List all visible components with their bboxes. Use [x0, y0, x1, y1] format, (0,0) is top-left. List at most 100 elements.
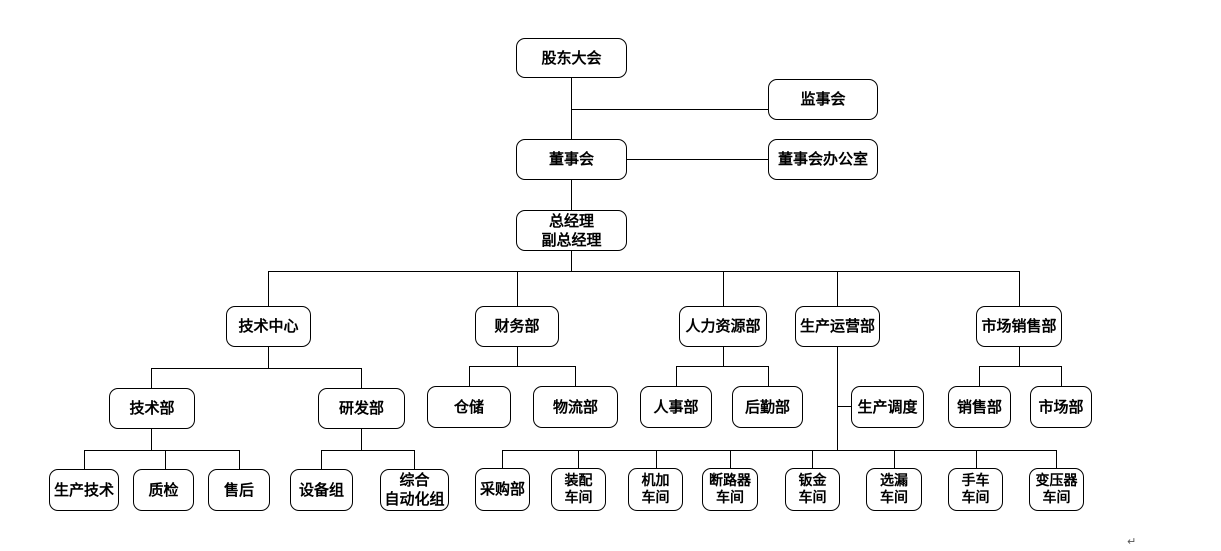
node-label-line1: 装配 [564, 472, 593, 489]
connector-line [268, 347, 269, 368]
connector-line [165, 450, 166, 469]
connector-line [571, 251, 572, 271]
paragraph-mark: ↵ [1127, 535, 1137, 548]
connector-line [321, 450, 414, 451]
connector-line [268, 271, 1019, 272]
connector-line [239, 450, 240, 469]
node-sales-dept: 销售部 [948, 386, 1011, 428]
node-label: 技术部 [129, 399, 175, 417]
connector-line [979, 366, 1061, 367]
node-after-sales: 售后 [208, 469, 270, 511]
connector-line [517, 347, 518, 366]
node-label: 设备组 [298, 480, 344, 499]
node-hr-dept: 人力资源部 [679, 306, 767, 347]
node-general-manager: 总经理 副总经理 [516, 210, 627, 251]
node-breaker-workshop: 断路器 车间 [702, 468, 758, 511]
node-personnel-dept: 人事部 [640, 386, 712, 428]
connector-line [151, 368, 361, 369]
connector-line [1019, 347, 1020, 366]
node-label: 售后 [223, 480, 254, 499]
node-label: 销售部 [956, 397, 1002, 416]
node-label-line1: 钣金 [798, 472, 827, 489]
connector-line [676, 366, 677, 387]
connector-line [1019, 271, 1020, 307]
connector-line [517, 271, 518, 307]
connector-line [469, 366, 470, 387]
node-tech-dept: 技术部 [109, 388, 195, 429]
connector-line [837, 347, 838, 450]
connector-line [321, 450, 322, 469]
node-label-line2: 副总经理 [541, 230, 602, 249]
connector-line [1056, 450, 1057, 468]
node-sheet-metal-workshop: 钣金 车间 [785, 468, 840, 511]
node-equipment-group: 设备组 [290, 469, 353, 511]
node-automation-group: 综合 自动化组 [380, 469, 449, 511]
node-rnd-dept: 研发部 [318, 388, 405, 429]
node-label: 人事部 [653, 397, 699, 416]
connector-line [151, 368, 152, 389]
connector-line [730, 450, 731, 468]
node-label-line1: 综合 [399, 471, 430, 489]
node-market-dept: 市场部 [1030, 386, 1092, 428]
node-purchasing-dept: 采购部 [475, 468, 530, 511]
node-label: 股东大会 [541, 48, 602, 67]
node-label-line2: 车间 [880, 489, 908, 506]
node-label-line1: 总经理 [548, 211, 594, 230]
connector-line [676, 366, 768, 367]
node-label: 研发部 [338, 399, 384, 417]
node-label: 市场部 [1038, 397, 1084, 416]
node-storage: 仓储 [427, 386, 511, 428]
node-label-line1: 选漏 [880, 472, 908, 489]
connector-line [361, 429, 362, 450]
node-label: 监事会 [800, 90, 846, 108]
connector-line [812, 450, 813, 468]
connector-line [469, 366, 575, 367]
connector-line [627, 159, 768, 160]
node-label: 董事会 [548, 150, 594, 168]
connector-line [151, 429, 152, 450]
node-logistics-dept: 物流部 [533, 386, 618, 428]
connector-line [976, 450, 977, 468]
node-label: 生产运营部 [799, 317, 875, 335]
connector-line [575, 366, 576, 387]
node-label-line2: 车间 [961, 489, 990, 506]
node-finance-dept: 财务部 [475, 306, 559, 347]
node-label: 生产调度 [857, 397, 918, 416]
node-label: 人力资源部 [685, 317, 761, 335]
connector-line [84, 450, 85, 469]
node-label: 后勤部 [744, 397, 790, 416]
connector-line [268, 271, 269, 307]
node-label: 财务部 [494, 317, 540, 335]
connector-line [837, 406, 851, 407]
connector-line [502, 450, 1056, 451]
node-label-line2: 车间 [716, 489, 744, 506]
node-label-line2: 车间 [798, 489, 827, 506]
connector-line [571, 109, 768, 110]
node-label: 质检 [148, 480, 179, 499]
node-production-dispatch: 生产调度 [851, 386, 924, 428]
node-production-tech: 生产技术 [49, 469, 119, 511]
connector-line [361, 368, 362, 389]
connector-line [84, 450, 239, 451]
node-handcart-workshop: 手车 车间 [948, 468, 1003, 511]
node-board-of-directors: 董事会 [516, 139, 627, 180]
node-label: 市场销售部 [981, 317, 1057, 335]
node-label: 采购部 [479, 480, 525, 498]
node-label-line1: 断路器 [709, 472, 751, 489]
node-quality-check: 质检 [133, 469, 194, 511]
node-machining-workshop: 机加 车间 [628, 468, 683, 511]
node-label-line2: 车间 [641, 489, 670, 506]
node-label: 仓储 [453, 397, 484, 416]
connector-line [837, 271, 838, 307]
node-label: 物流部 [552, 397, 598, 416]
node-transformer-workshop: 变压器 车间 [1029, 468, 1084, 511]
connector-line [414, 450, 415, 469]
node-board-office: 董事会办公室 [768, 139, 878, 180]
node-label-line2: 车间 [1042, 489, 1071, 506]
node-logistics-support-dept: 后勤部 [732, 386, 803, 428]
connector-line [768, 366, 769, 387]
node-assembly-workshop: 装配 车间 [551, 468, 606, 511]
node-label: 技术中心 [238, 317, 299, 335]
node-label-line1: 变压器 [1035, 472, 1078, 489]
node-label: 董事会办公室 [777, 150, 868, 168]
